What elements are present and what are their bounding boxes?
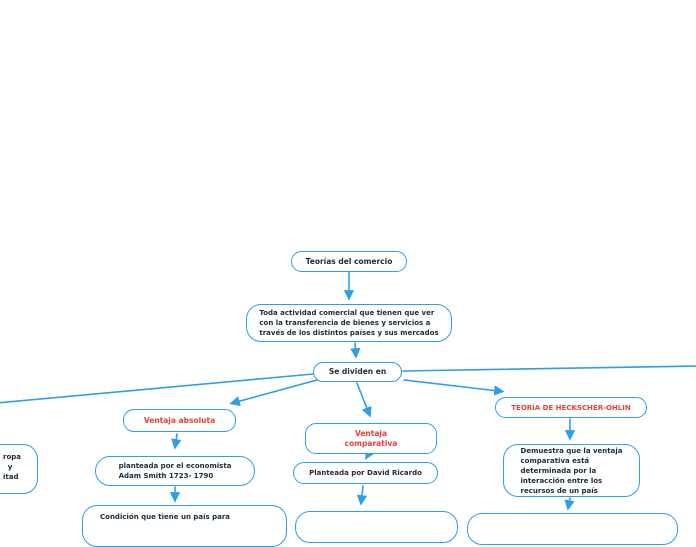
node-left-partial-cutoff[interactable]: ropa y itad — [0, 444, 38, 494]
node-ricardo-child-cutoff[interactable] — [295, 511, 458, 543]
node-david-ricardo[interactable]: Planteada por David Ricardo — [293, 462, 438, 484]
node-heckscher-ohlin[interactable]: TEORÍA DE HECKSCHER-OHLIN — [495, 397, 647, 418]
node-left-partial-text: ropa y itad — [3, 453, 21, 481]
node-teorias-del-comercio[interactable]: Teorías del comercio — [291, 251, 407, 272]
node-condicion-pais[interactable]: Condición que tiene un país para — [82, 505, 287, 547]
node-heckscher-detail[interactable]: Demuestra que la ventaja comparativa est… — [503, 444, 640, 497]
node-definition[interactable]: Toda actividad comercial que tienen que … — [246, 304, 452, 342]
mindmap-canvas: Teorías del comercio Toda actividad come… — [0, 251, 696, 547]
node-heckscher-child-cutoff[interactable] — [467, 513, 678, 545]
node-ventaja-absoluta[interactable]: Ventaja absoluta — [123, 409, 236, 432]
node-se-dividen-en[interactable]: Se dividen en — [313, 362, 402, 382]
node-ventaja-comparativa[interactable]: Ventaja comparativa — [305, 423, 437, 454]
node-adam-smith[interactable]: planteada por el economista Adam Smith 1… — [95, 456, 255, 486]
